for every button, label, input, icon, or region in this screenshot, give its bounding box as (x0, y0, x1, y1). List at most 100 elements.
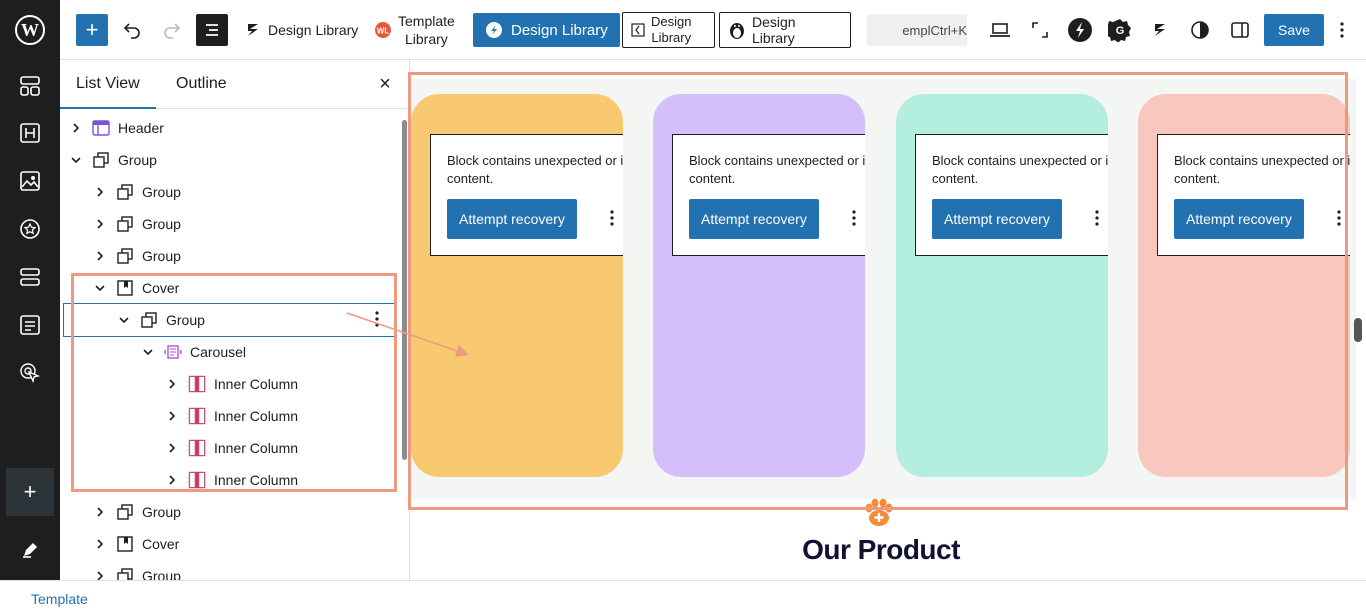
add-block-icon[interactable]: + (6, 468, 54, 516)
list-view-row-carousel[interactable]: Carousel (60, 336, 400, 368)
more-vertical-icon[interactable] (374, 310, 380, 331)
list-view-row-group[interactable]: Group (60, 176, 400, 208)
list-view-row-inner-column[interactable]: Inner Column (60, 400, 400, 432)
stackable-settings-button[interactable] (1144, 12, 1176, 48)
more-vertical-icon[interactable] (1094, 209, 1100, 230)
inner-column-icon (188, 375, 206, 393)
settings-sidebar-button[interactable] (1224, 12, 1256, 48)
inner-column-icon (188, 439, 206, 457)
list-view-row-inner-column[interactable]: Inner Column (60, 464, 400, 496)
carousel-card[interactable]: Block contains unexpected or invalid con… (1138, 94, 1350, 477)
fullscreen-button[interactable] (1024, 12, 1056, 48)
stack-icon[interactable] (0, 257, 60, 297)
penguin-design-library-button[interactable]: Design Library (719, 12, 851, 48)
list-view-row-group[interactable]: Group (60, 144, 400, 176)
attempt-recovery-button[interactable]: Attempt recovery (689, 199, 819, 239)
form-icon[interactable] (0, 305, 60, 345)
redo-button[interactable] (156, 12, 188, 48)
list-view-row-cover[interactable]: Cover (60, 528, 400, 560)
carousel-card[interactable]: Block contains unexpected or invalid con… (411, 94, 623, 477)
group-icon (116, 503, 134, 521)
warning-message: Block contains unexpected or invalid con… (689, 153, 865, 186)
template-library-button[interactable]: WL Template Library (374, 12, 455, 48)
options-menu-button[interactable] (1326, 12, 1358, 48)
chevron-right-icon[interactable] (92, 216, 108, 232)
spectra-settings-button[interactable] (1064, 12, 1096, 48)
wordpress-logo-icon[interactable]: W (0, 10, 60, 50)
undo-button[interactable] (116, 12, 148, 48)
star-badge-icon[interactable] (0, 209, 60, 249)
chevron-right-icon[interactable] (164, 440, 180, 456)
canvas-scrollbar[interactable] (1354, 318, 1362, 342)
more-vertical-icon[interactable] (609, 209, 615, 230)
block-warning: Block contains unexpected or invalid con… (915, 134, 1108, 256)
heading-block-icon[interactable] (0, 113, 60, 153)
inner-column-icon (188, 407, 206, 425)
group-icon (116, 247, 134, 265)
svg-text:W: W (21, 20, 39, 40)
list-view-row-inner-column[interactable]: Inner Column (60, 368, 400, 400)
chevron-right-icon[interactable] (92, 184, 108, 200)
chevron-right-icon[interactable] (164, 376, 180, 392)
stackable-design-library-button[interactable]: Design Library (244, 12, 358, 48)
document-overview-button[interactable] (196, 14, 228, 46)
carousel-card[interactable]: Block contains unexpected or invalid con… (653, 94, 865, 477)
patterns-icon[interactable] (0, 66, 60, 106)
list-view-row-inner-column[interactable]: Inner Column (60, 432, 400, 464)
styles-button[interactable] (1184, 12, 1216, 48)
chevron-right-icon[interactable] (92, 536, 108, 552)
carousel-card[interactable]: Block contains unexpected or invalid con… (896, 94, 1108, 477)
chevron-right-icon[interactable] (164, 472, 180, 488)
warning-message: Block contains unexpected or invalid con… (447, 153, 623, 186)
redo-icon (164, 23, 181, 39)
list-view-row-label: Inner Column (214, 408, 299, 424)
cover-icon (116, 279, 134, 297)
media-icon[interactable] (0, 161, 60, 201)
svg-text:G: G (1116, 25, 1125, 37)
more-vertical-icon[interactable] (1336, 209, 1342, 230)
more-vertical-icon[interactable] (851, 209, 857, 230)
gear-g-icon: G (1108, 19, 1131, 42)
chevron-down-icon[interactable] (116, 312, 132, 328)
attempt-recovery-button[interactable]: Attempt recovery (1174, 199, 1304, 239)
list-view-row-group[interactable]: Group (60, 560, 400, 580)
chevron-down-icon[interactable] (68, 152, 84, 168)
spectra-design-library-button[interactable]: Design Library (473, 13, 620, 47)
preview-device-button[interactable] (984, 12, 1016, 48)
undo-icon (123, 23, 140, 39)
list-view-row-group[interactable]: Group (60, 496, 400, 528)
chevron-right-icon[interactable] (68, 120, 84, 136)
list-view-row-group[interactable]: Group (60, 208, 400, 240)
penguin-icon (729, 23, 744, 39)
list-view-row-header[interactable]: Header (60, 112, 400, 144)
block-warning: Block contains unexpected or invalid con… (672, 134, 865, 256)
cursor-click-icon[interactable] (0, 353, 60, 393)
save-button[interactable]: Save (1264, 14, 1324, 46)
kadence-design-library-button[interactable]: Design Library (622, 12, 715, 48)
list-view-scrollbar[interactable] (402, 120, 407, 460)
chevron-down-icon[interactable] (92, 280, 108, 296)
attempt-recovery-button[interactable]: Attempt recovery (447, 199, 577, 239)
command-palette-input[interactable]: emplCtrl+K (867, 14, 967, 46)
chevron-right-icon[interactable] (92, 248, 108, 264)
pencil-edit-icon[interactable] (0, 530, 60, 570)
list-view-row-group[interactable]: Group (60, 240, 400, 272)
breadcrumb[interactable]: Template (31, 591, 88, 607)
chevron-right-icon[interactable] (164, 408, 180, 424)
tab-outline[interactable]: Outline (176, 75, 227, 92)
list-view-row-label: Inner Column (214, 440, 299, 456)
list-view-row-cover[interactable]: Cover (60, 272, 400, 304)
block-inserter-button[interactable]: + (76, 14, 108, 46)
sidebar-icon (1231, 22, 1249, 38)
bolt-circle-icon (1068, 18, 1092, 42)
chevron-right-icon[interactable] (92, 504, 108, 520)
chevron-right-icon[interactable] (92, 568, 108, 580)
template-part-icon (92, 119, 110, 137)
tab-list-view[interactable]: List View (60, 60, 156, 109)
list-view-row-group[interactable]: Group (63, 303, 395, 337)
chevron-down-icon[interactable] (140, 344, 156, 360)
generateblocks-button[interactable]: G (1104, 12, 1136, 48)
attempt-recovery-button[interactable]: Attempt recovery (932, 199, 1062, 239)
close-icon[interactable]: × (379, 73, 391, 95)
